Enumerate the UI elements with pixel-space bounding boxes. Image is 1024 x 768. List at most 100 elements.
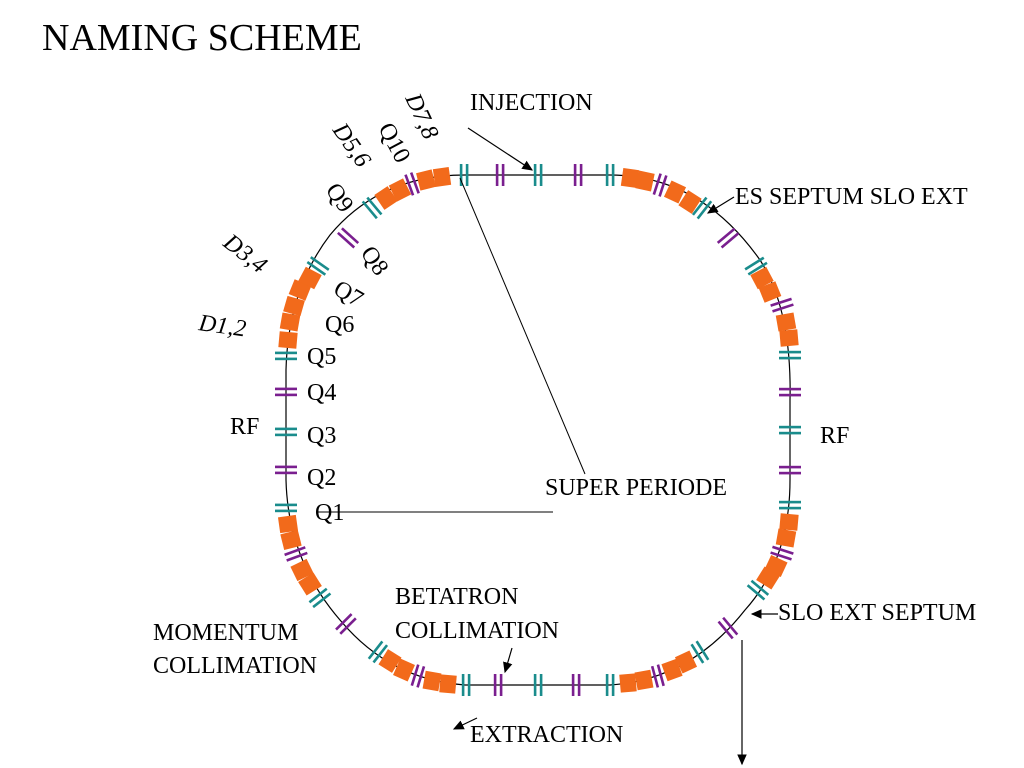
q6-label: Q6: [325, 312, 354, 338]
focusing-quadrupole: [275, 503, 297, 513]
defocusing-quadrupole: [571, 674, 581, 696]
magnet-layer: [275, 164, 801, 696]
dipole-magnet: [619, 673, 637, 693]
focusing-quadrupole: [308, 587, 332, 609]
betatron-label-1: BETATRON: [395, 584, 518, 610]
betatron-label-2: COLLIMATION: [395, 618, 559, 644]
d56-label: D5,6: [327, 118, 376, 173]
es-septum-label: ES SEPTUM SLO EXT: [735, 184, 968, 210]
dipole-magnet: [439, 674, 457, 694]
dipole-magnet: [756, 566, 780, 590]
focusing-quadrupole: [275, 351, 297, 361]
defocusing-quadrupole: [779, 387, 801, 397]
focusing-quadrupole: [744, 256, 768, 276]
dipole-magnet: [378, 649, 402, 673]
dipole-magnet: [674, 650, 698, 674]
page-title: NAMING SCHEME: [42, 17, 362, 59]
dipole-magnet: [290, 558, 314, 582]
dipole-magnet: [620, 167, 640, 189]
super-period-label: SUPER PERIODE: [545, 475, 727, 501]
dipole-magnet: [661, 658, 683, 682]
defocusing-quadrupole: [652, 173, 668, 197]
d34-label: D3,4: [218, 229, 272, 279]
defocusing-quadrupole: [495, 164, 505, 186]
focusing-quadrupole: [275, 427, 297, 437]
focusing-quadrupole: [779, 350, 801, 360]
focusing-quadrupole: [459, 164, 469, 186]
dipole-magnet: [635, 170, 655, 192]
defocusing-quadrupole: [275, 465, 297, 475]
q8-label: Q8: [355, 242, 393, 281]
defocusing-quadrupole: [770, 545, 794, 561]
dipole-magnet: [388, 178, 412, 202]
q7-label: Q7: [329, 276, 367, 313]
extraction-label: EXTRACTION: [470, 722, 623, 748]
q1-label: Q1: [315, 500, 344, 526]
dipole-magnet: [280, 530, 302, 550]
injection-arrow: [467, 127, 534, 171]
dipole-magnet: [283, 295, 305, 317]
focusing-quadrupole: [746, 579, 770, 601]
dipole-magnet: [298, 572, 322, 596]
dipole-magnet: [374, 186, 398, 210]
defocusing-quadrupole: [337, 227, 360, 249]
q10-label: Q10: [373, 119, 415, 168]
dipole-magnet: [663, 180, 687, 204]
super-period-line-1: [459, 177, 586, 475]
defocusing-quadrupole: [573, 164, 583, 186]
d12-label: D1,2: [196, 310, 247, 342]
defocusing-quadrupole: [650, 664, 665, 688]
q3-label: Q3: [307, 423, 336, 449]
slo-ext-septum-label: SLO EXT SEPTUM: [778, 600, 976, 626]
dipole-magnet: [779, 513, 799, 531]
defocusing-quadrupole: [410, 664, 426, 688]
dipole-magnet: [750, 266, 774, 290]
focusing-quadrupole: [306, 256, 330, 276]
defocusing-quadrupole: [716, 227, 740, 249]
dipole-magnet: [277, 514, 299, 534]
focusing-quadrupole: [533, 674, 543, 696]
focusing-quadrupole: [779, 500, 801, 510]
defocusing-quadrupole: [284, 546, 308, 562]
dipole-magnet: [758, 281, 782, 303]
focusing-quadrupole: [367, 640, 389, 664]
betatron-arrow: [503, 647, 513, 674]
focusing-quadrupole: [361, 196, 383, 220]
defocusing-quadrupole: [493, 674, 503, 696]
dipole-magnet: [279, 312, 301, 332]
momentum-label-2: COLLIMATION: [153, 653, 317, 679]
q9-label: Q9: [320, 179, 358, 218]
dipole-magnet: [298, 266, 322, 290]
dipole-magnet: [678, 190, 702, 214]
rf-left-label: RF: [230, 414, 259, 440]
dipole-magnet: [634, 669, 654, 691]
focusing-quadrupole: [533, 164, 543, 186]
dipole-magnet: [393, 658, 415, 682]
defocusing-quadrupole: [275, 387, 297, 397]
d78-label: D7,8: [399, 89, 443, 144]
dipole-magnet: [775, 528, 797, 548]
extraction-arrow: [452, 717, 478, 730]
dipole-magnet: [416, 169, 436, 191]
rf-right-label: RF: [820, 423, 849, 449]
focusing-quadrupole: [605, 164, 615, 186]
q2-label: Q2: [307, 465, 336, 491]
dipole-magnet: [779, 329, 799, 347]
dipole-magnet: [432, 166, 452, 188]
injection-label: INJECTION: [470, 90, 593, 116]
momentum-label-1: MOMENTUM: [153, 620, 298, 646]
dipole-magnet: [775, 312, 797, 332]
q4-label: Q4: [307, 380, 336, 406]
focusing-quadrupole: [690, 640, 710, 664]
defocusing-quadrupole: [404, 172, 420, 196]
defocusing-quadrupole: [717, 616, 739, 640]
focusing-quadrupole: [605, 674, 615, 696]
defocusing-quadrupole: [770, 297, 794, 313]
q5-label: Q5: [307, 344, 336, 370]
defocusing-quadrupole: [779, 465, 801, 475]
dipole-magnet: [422, 670, 442, 692]
focusing-quadrupole: [779, 425, 801, 435]
defocusing-quadrupole: [335, 613, 357, 635]
dipole-magnet: [278, 331, 298, 349]
